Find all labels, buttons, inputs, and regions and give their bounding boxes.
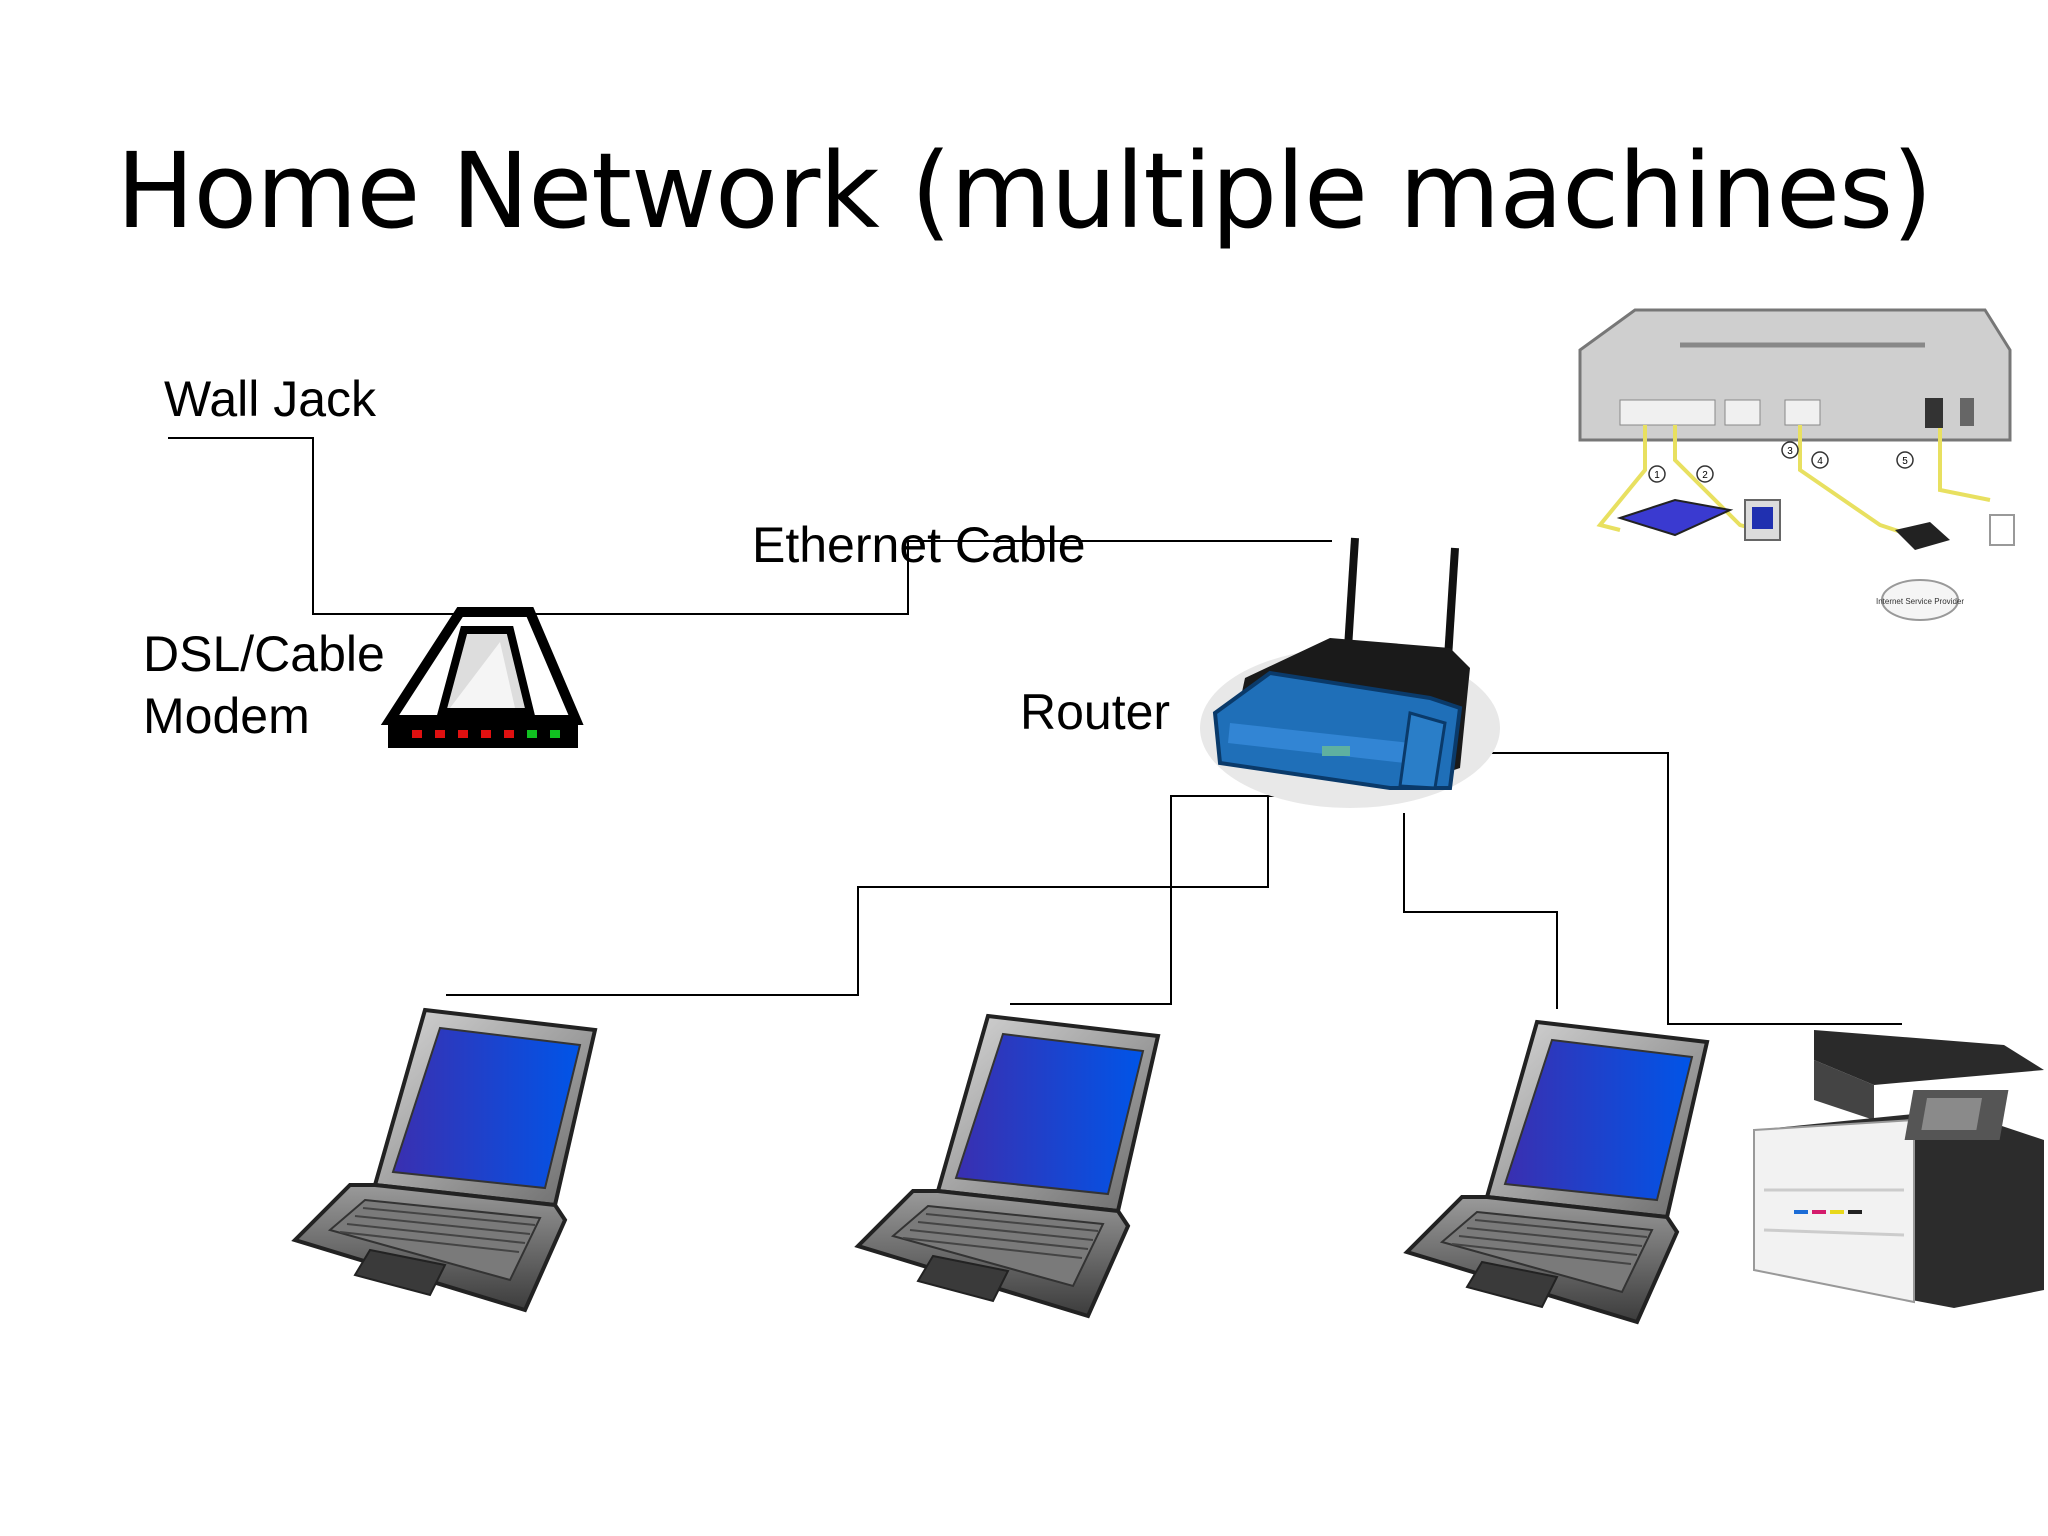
printer-icon [1753, 1030, 2044, 1308]
router-icon [1200, 537, 1500, 808]
laptop-icon [1405, 1020, 1709, 1324]
step-number: 4 [1817, 456, 1823, 467]
step-number: 5 [1902, 456, 1908, 467]
laptop-icon [856, 1014, 1160, 1318]
modem-label-line2: Modem [143, 688, 310, 744]
step-number: 2 [1702, 470, 1708, 481]
router-to-laptop-3-line [1403, 813, 1558, 1009]
router-to-laptop-1-line [446, 796, 1269, 996]
modem-icon [380, 607, 584, 748]
modem-to-router-line [485, 540, 1332, 615]
isp-label: Internet Service Provider [1876, 597, 1964, 606]
ethernet-cable-label: Ethernet Cable [752, 517, 1086, 573]
router-label: Router [1020, 684, 1171, 740]
step-number: 3 [1787, 446, 1793, 457]
router-to-laptop-2-line [1010, 795, 1332, 1005]
modem-label-line1: DSL/Cable [143, 626, 385, 682]
router-to-printer-line [1430, 752, 1902, 1025]
slide-title: Home Network (multiple machines) [116, 130, 1932, 252]
router-rear-panel-diagram: 1 2 3 4 5 Internet Service Provider [1578, 308, 2015, 621]
cable-lines [168, 437, 1902, 1025]
wall-jack-label: Wall Jack [164, 371, 377, 427]
step-number: 1 [1654, 470, 1660, 481]
laptop-icon [293, 1008, 597, 1312]
wall-jack-line [168, 437, 460, 615]
